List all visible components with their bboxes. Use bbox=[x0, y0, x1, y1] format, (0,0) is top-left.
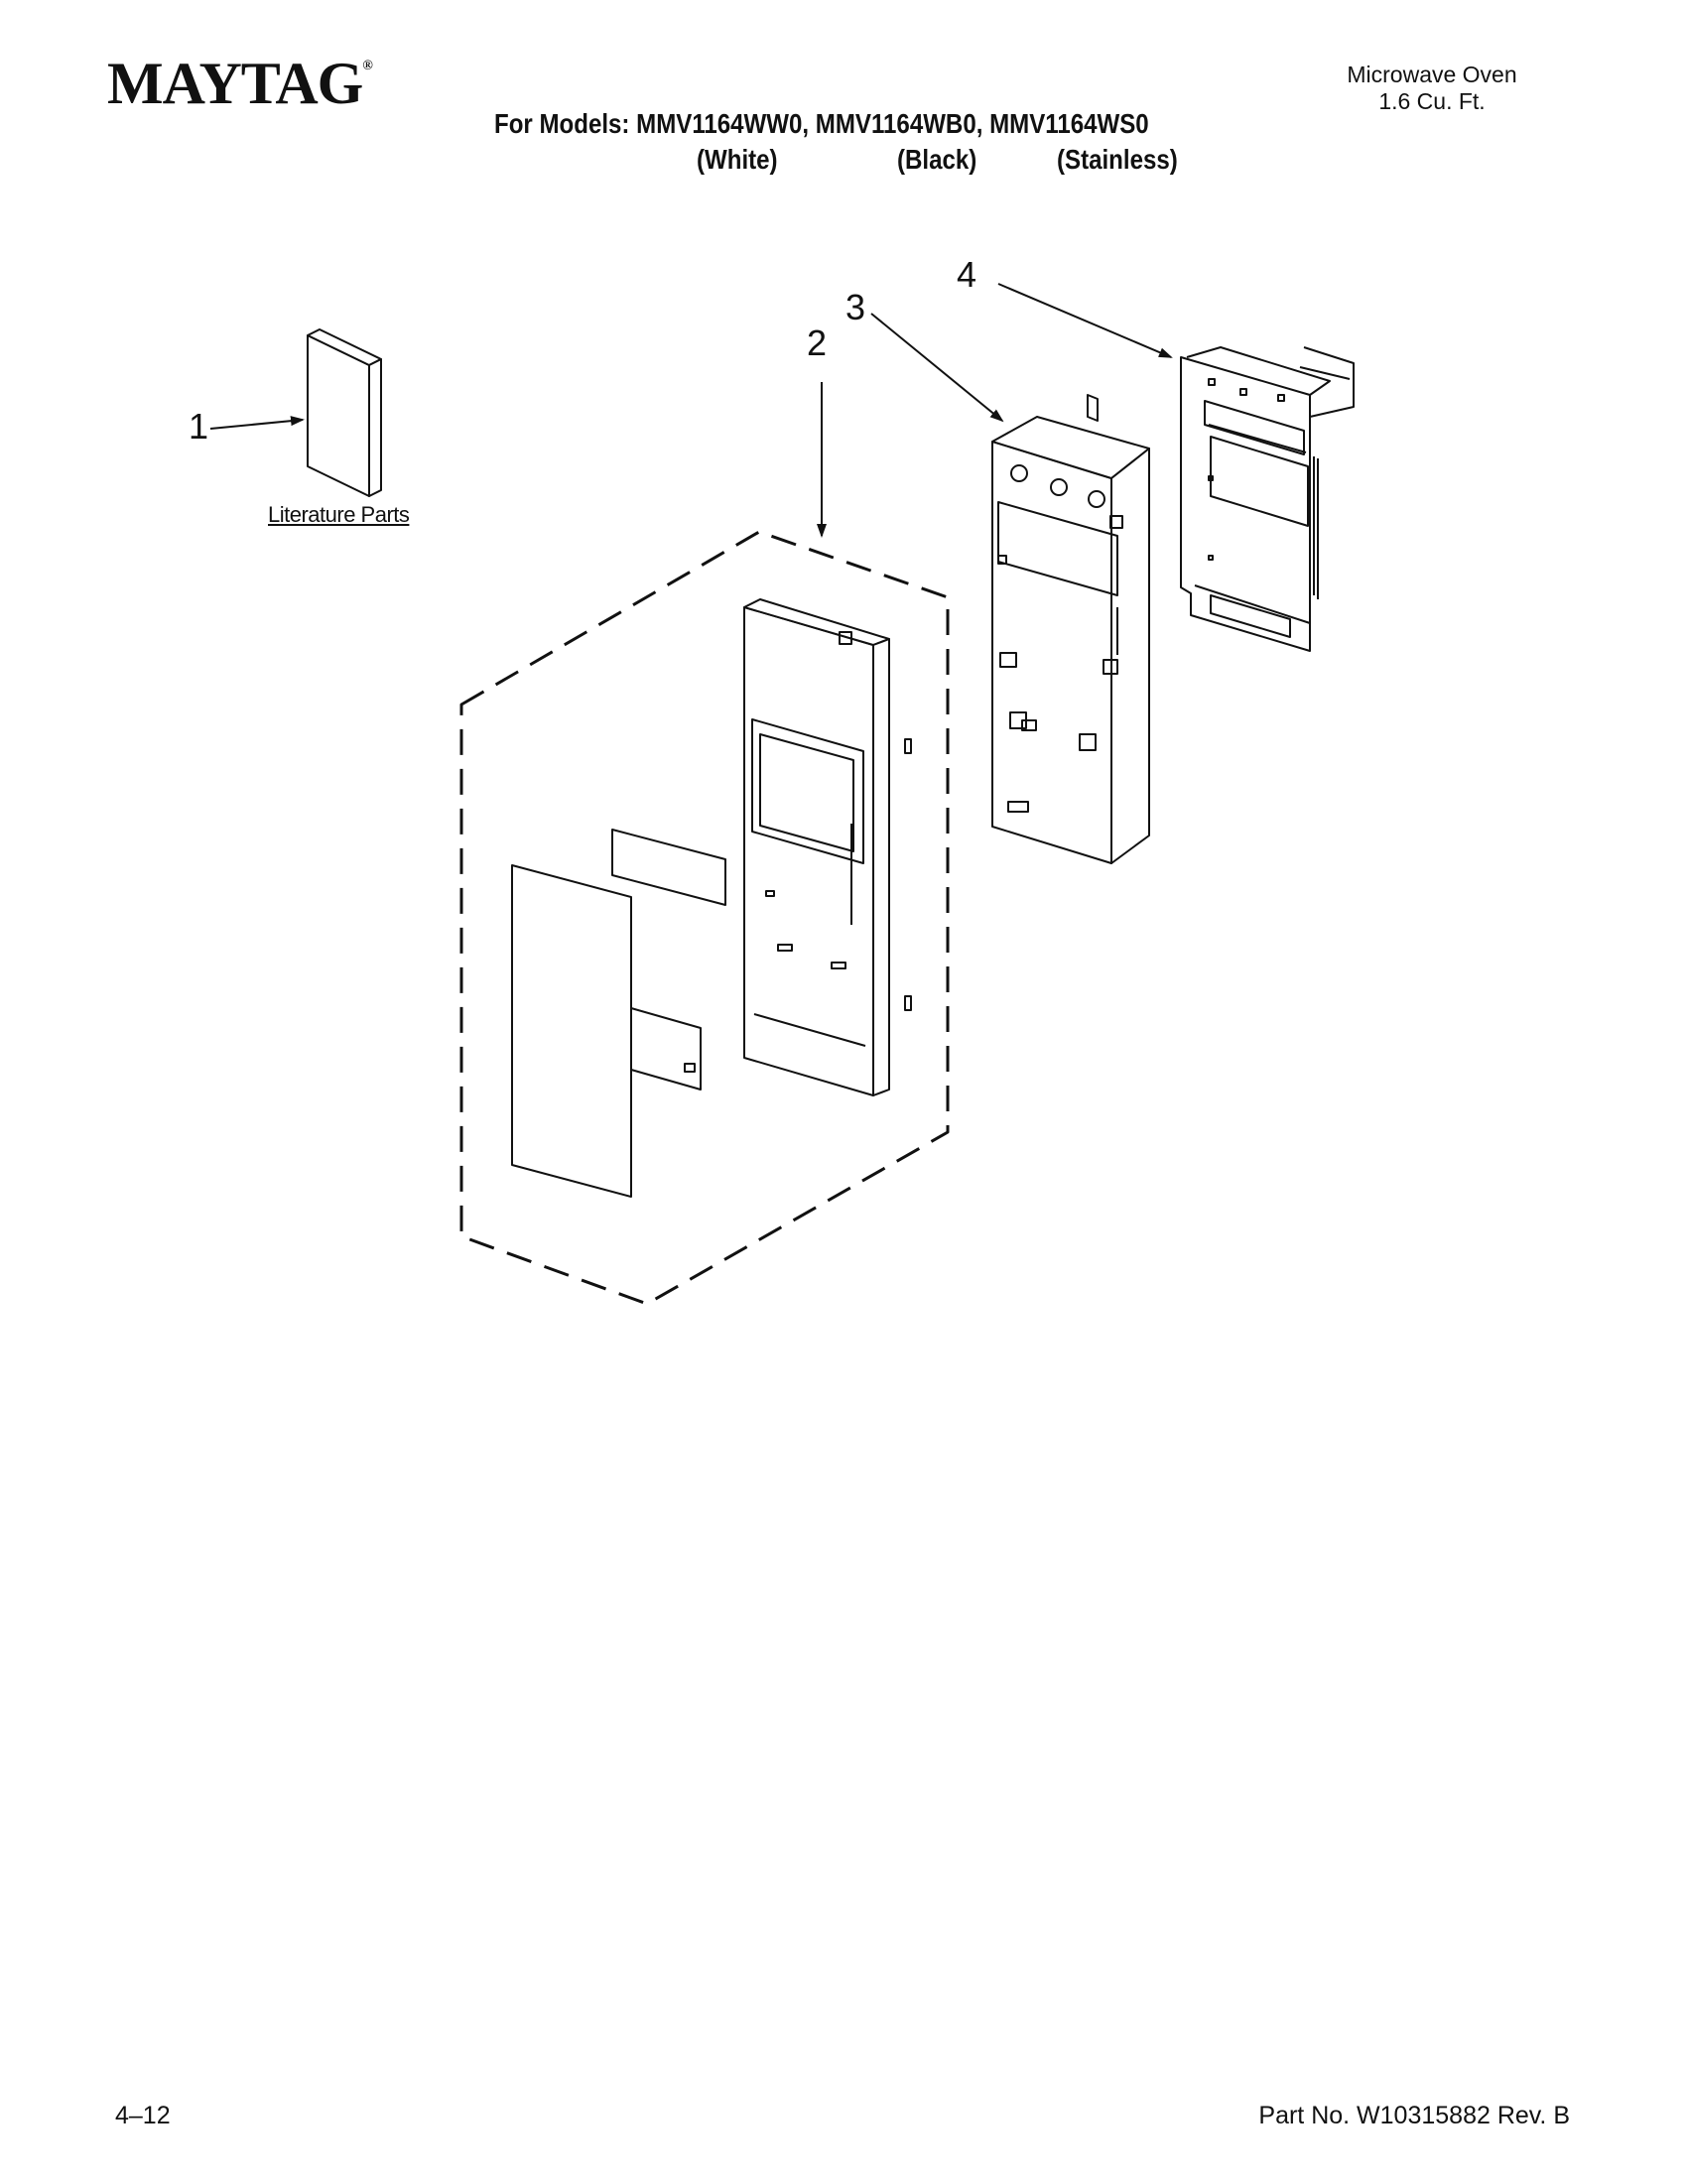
control-bracket bbox=[991, 394, 1150, 864]
control-panel-frame bbox=[743, 598, 912, 1096]
callout-4: 4 bbox=[957, 254, 977, 295]
variant-stainless: (Stainless) bbox=[1057, 144, 1178, 175]
display-window bbox=[611, 829, 726, 906]
callout-1: 1 bbox=[189, 406, 209, 447]
callout-1-leader bbox=[209, 416, 305, 430]
control-panel-overlay bbox=[511, 864, 632, 1198]
product-description: Microwave Oven 1.6 Cu. Ft. bbox=[1303, 62, 1561, 115]
variant-black: (Black) bbox=[897, 144, 977, 175]
callout-4-leader bbox=[997, 283, 1173, 358]
assembly-group-outline bbox=[459, 530, 950, 1306]
callout-2: 2 bbox=[807, 322, 828, 363]
brand-logo: MAYTAG® bbox=[107, 51, 373, 116]
electronic-control-board bbox=[1180, 346, 1355, 652]
brand-name: MAYTAG bbox=[107, 51, 363, 116]
literature-parts-label: Literature Parts bbox=[268, 502, 410, 527]
variant-white: (White) bbox=[697, 144, 778, 175]
registered-mark: ® bbox=[362, 59, 373, 73]
product-capacity: 1.6 Cu. Ft. bbox=[1378, 88, 1486, 114]
callout-3: 3 bbox=[845, 287, 866, 327]
literature-booklet bbox=[307, 328, 382, 497]
control-label-strip bbox=[630, 1007, 702, 1091]
page-number: 4–12 bbox=[115, 2102, 171, 2129]
callout-3-leader bbox=[870, 313, 1004, 423]
models-heading: For Models: MMV1164WW0, MMV1164WB0, MMV1… bbox=[494, 108, 1149, 139]
part-number: Part No. W10315882 Rev. B bbox=[1258, 2102, 1570, 2129]
product-type: Microwave Oven bbox=[1347, 62, 1517, 87]
